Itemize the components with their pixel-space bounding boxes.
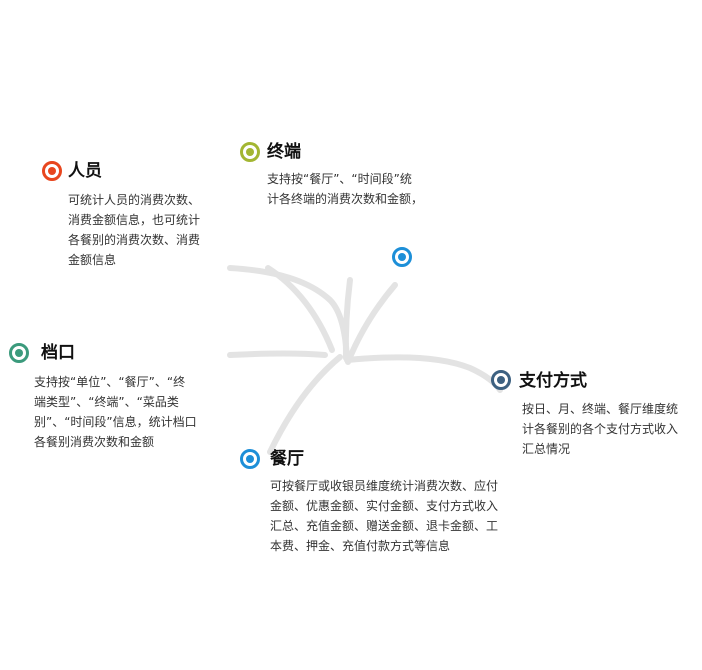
zhifu-title: 支付方式 bbox=[519, 371, 587, 391]
dangkou-description: 支持按“单位”、“餐厅”、“终 端类型”、“终端”、“菜品类 别”、“时间段”信… bbox=[34, 372, 197, 452]
renyuan-desc-line: 可统计人员的消费次数、 bbox=[68, 193, 201, 207]
canting-desc-line: 可按餐厅或收银员维度统计消费次数、应付 bbox=[270, 479, 499, 493]
canting-description: 可按餐厅或收银员维度统计消费次数、应付 金额、优惠金额、实付金额、支付方式收入 … bbox=[270, 476, 498, 556]
dangkou-desc-line: 各餐别消费次数和金额 bbox=[34, 435, 155, 449]
renyuan-description: 可统计人员的消费次数、 消费金额信息，也可统计 各餐别的消费次数、消费 金额信息 bbox=[68, 190, 200, 270]
zhongduan-description: 支持按“餐厅”、“时间段”统 计各终端的消费次数和金额， bbox=[267, 169, 423, 209]
canting-desc-line: 汇总、充值金额、赠送金额、退卡金额、工 bbox=[270, 519, 499, 533]
dangkou-desc-line: 支持按“单位”、“餐厅”、“终 bbox=[34, 375, 186, 389]
canting-title: 餐厅 bbox=[270, 449, 304, 469]
dangkou-desc-line: 端类型”、“终端”、“菜品类 bbox=[34, 395, 179, 409]
zhongduan-desc-line: 支持按“餐厅”、“时间段”统 bbox=[267, 172, 412, 186]
dangkou-target-icon bbox=[9, 343, 29, 363]
hub-target-icon bbox=[392, 247, 412, 267]
renyuan-desc-line: 各餐别的消费次数、消费 bbox=[68, 233, 201, 247]
curve-to-canting bbox=[267, 354, 343, 455]
canting-desc-line: 本费、押金、充值付款方式等信息 bbox=[270, 539, 451, 553]
curve-to-dangkou bbox=[227, 350, 328, 358]
curve-to-zhifu bbox=[345, 354, 503, 393]
curve-to-zhongduan bbox=[345, 282, 398, 365]
zhifu-desc-line: 计各餐别的各个支付方式收入 bbox=[522, 422, 679, 436]
zhongduan-title: 终端 bbox=[267, 142, 301, 162]
renyuan-desc-line: 金额信息 bbox=[68, 253, 117, 267]
dangkou-title: 档口 bbox=[41, 343, 75, 363]
curve-upper-left-branch bbox=[265, 265, 335, 353]
zhifu-target-icon bbox=[491, 370, 511, 390]
canting-target-icon bbox=[240, 449, 260, 469]
renyuan-target-icon bbox=[42, 161, 62, 181]
zhongduan-desc-line: 计各终端的消费次数和金额， bbox=[267, 192, 424, 206]
zhifu-desc-line: 按日、月、终端、餐厅维度统 bbox=[522, 402, 679, 416]
renyuan-desc-line: 消费金额信息，也可统计 bbox=[68, 213, 201, 227]
zhifu-description: 按日、月、终端、餐厅维度统 计各餐别的各个支付方式收入 汇总情况 bbox=[522, 399, 678, 459]
curve-mid-branch bbox=[342, 277, 353, 361]
zhifu-desc-line: 汇总情况 bbox=[522, 442, 571, 456]
zhongduan-target-icon bbox=[240, 142, 260, 162]
dangkou-desc-line: 别”、“时间段”信息，统计档口 bbox=[34, 415, 197, 429]
renyuan-title: 人员 bbox=[68, 161, 102, 181]
canting-desc-line: 金额、优惠金额、实付金额、支付方式收入 bbox=[270, 499, 499, 513]
